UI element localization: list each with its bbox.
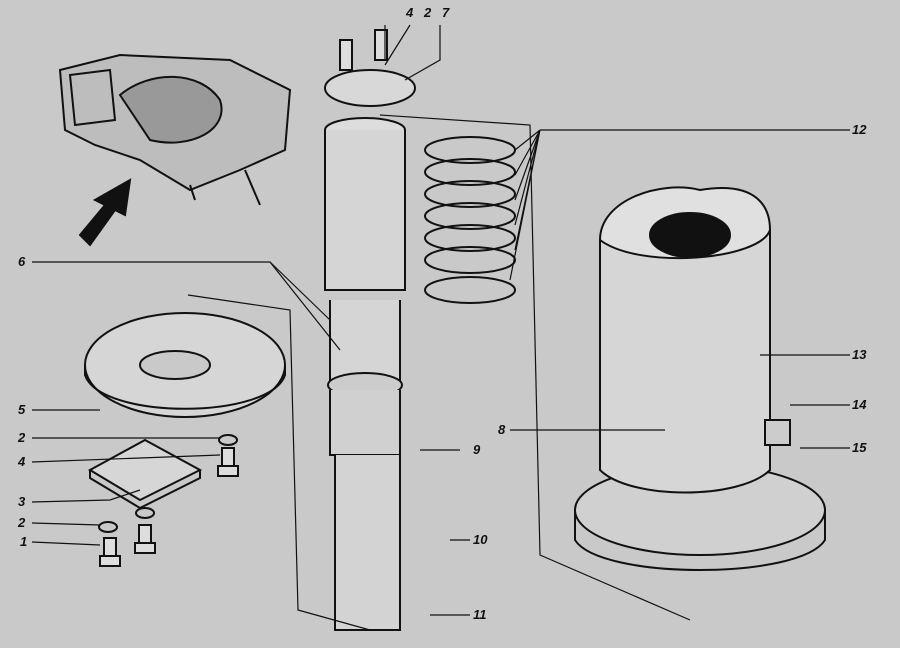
callout-10: 10 [473,532,488,547]
callout-8: 8 [498,422,506,437]
lock-plate [87,438,203,510]
fasteners [98,434,239,567]
leader-lines [31,24,850,631]
callout-1: 1 [20,534,28,549]
callout-5: 5 [18,402,26,417]
callout-4-top: 4 [406,5,414,20]
callout-2-top: 2 [424,5,432,20]
shaft [324,117,406,631]
vehicle-location-inset [58,53,292,206]
callout-2-lower: 2 [18,515,26,530]
callout-9: 9 [473,442,481,457]
callout-11: 11 [473,607,487,622]
callout-12: 12 [852,122,867,137]
callout-2-left: 2 [18,430,26,445]
callout-6: 6 [18,254,26,269]
callout-13: 13 [852,347,867,362]
location-arrow-icon [78,178,132,247]
seal-rings [424,136,516,304]
callout-15: 15 [852,440,867,455]
housing [574,186,826,571]
top-cover-plate [324,29,416,107]
callout-7: 7 [442,5,450,20]
mounting-flange [84,312,286,418]
callout-4-left: 4 [18,454,26,469]
callout-3: 3 [18,494,26,509]
callout-14: 14 [852,397,867,412]
